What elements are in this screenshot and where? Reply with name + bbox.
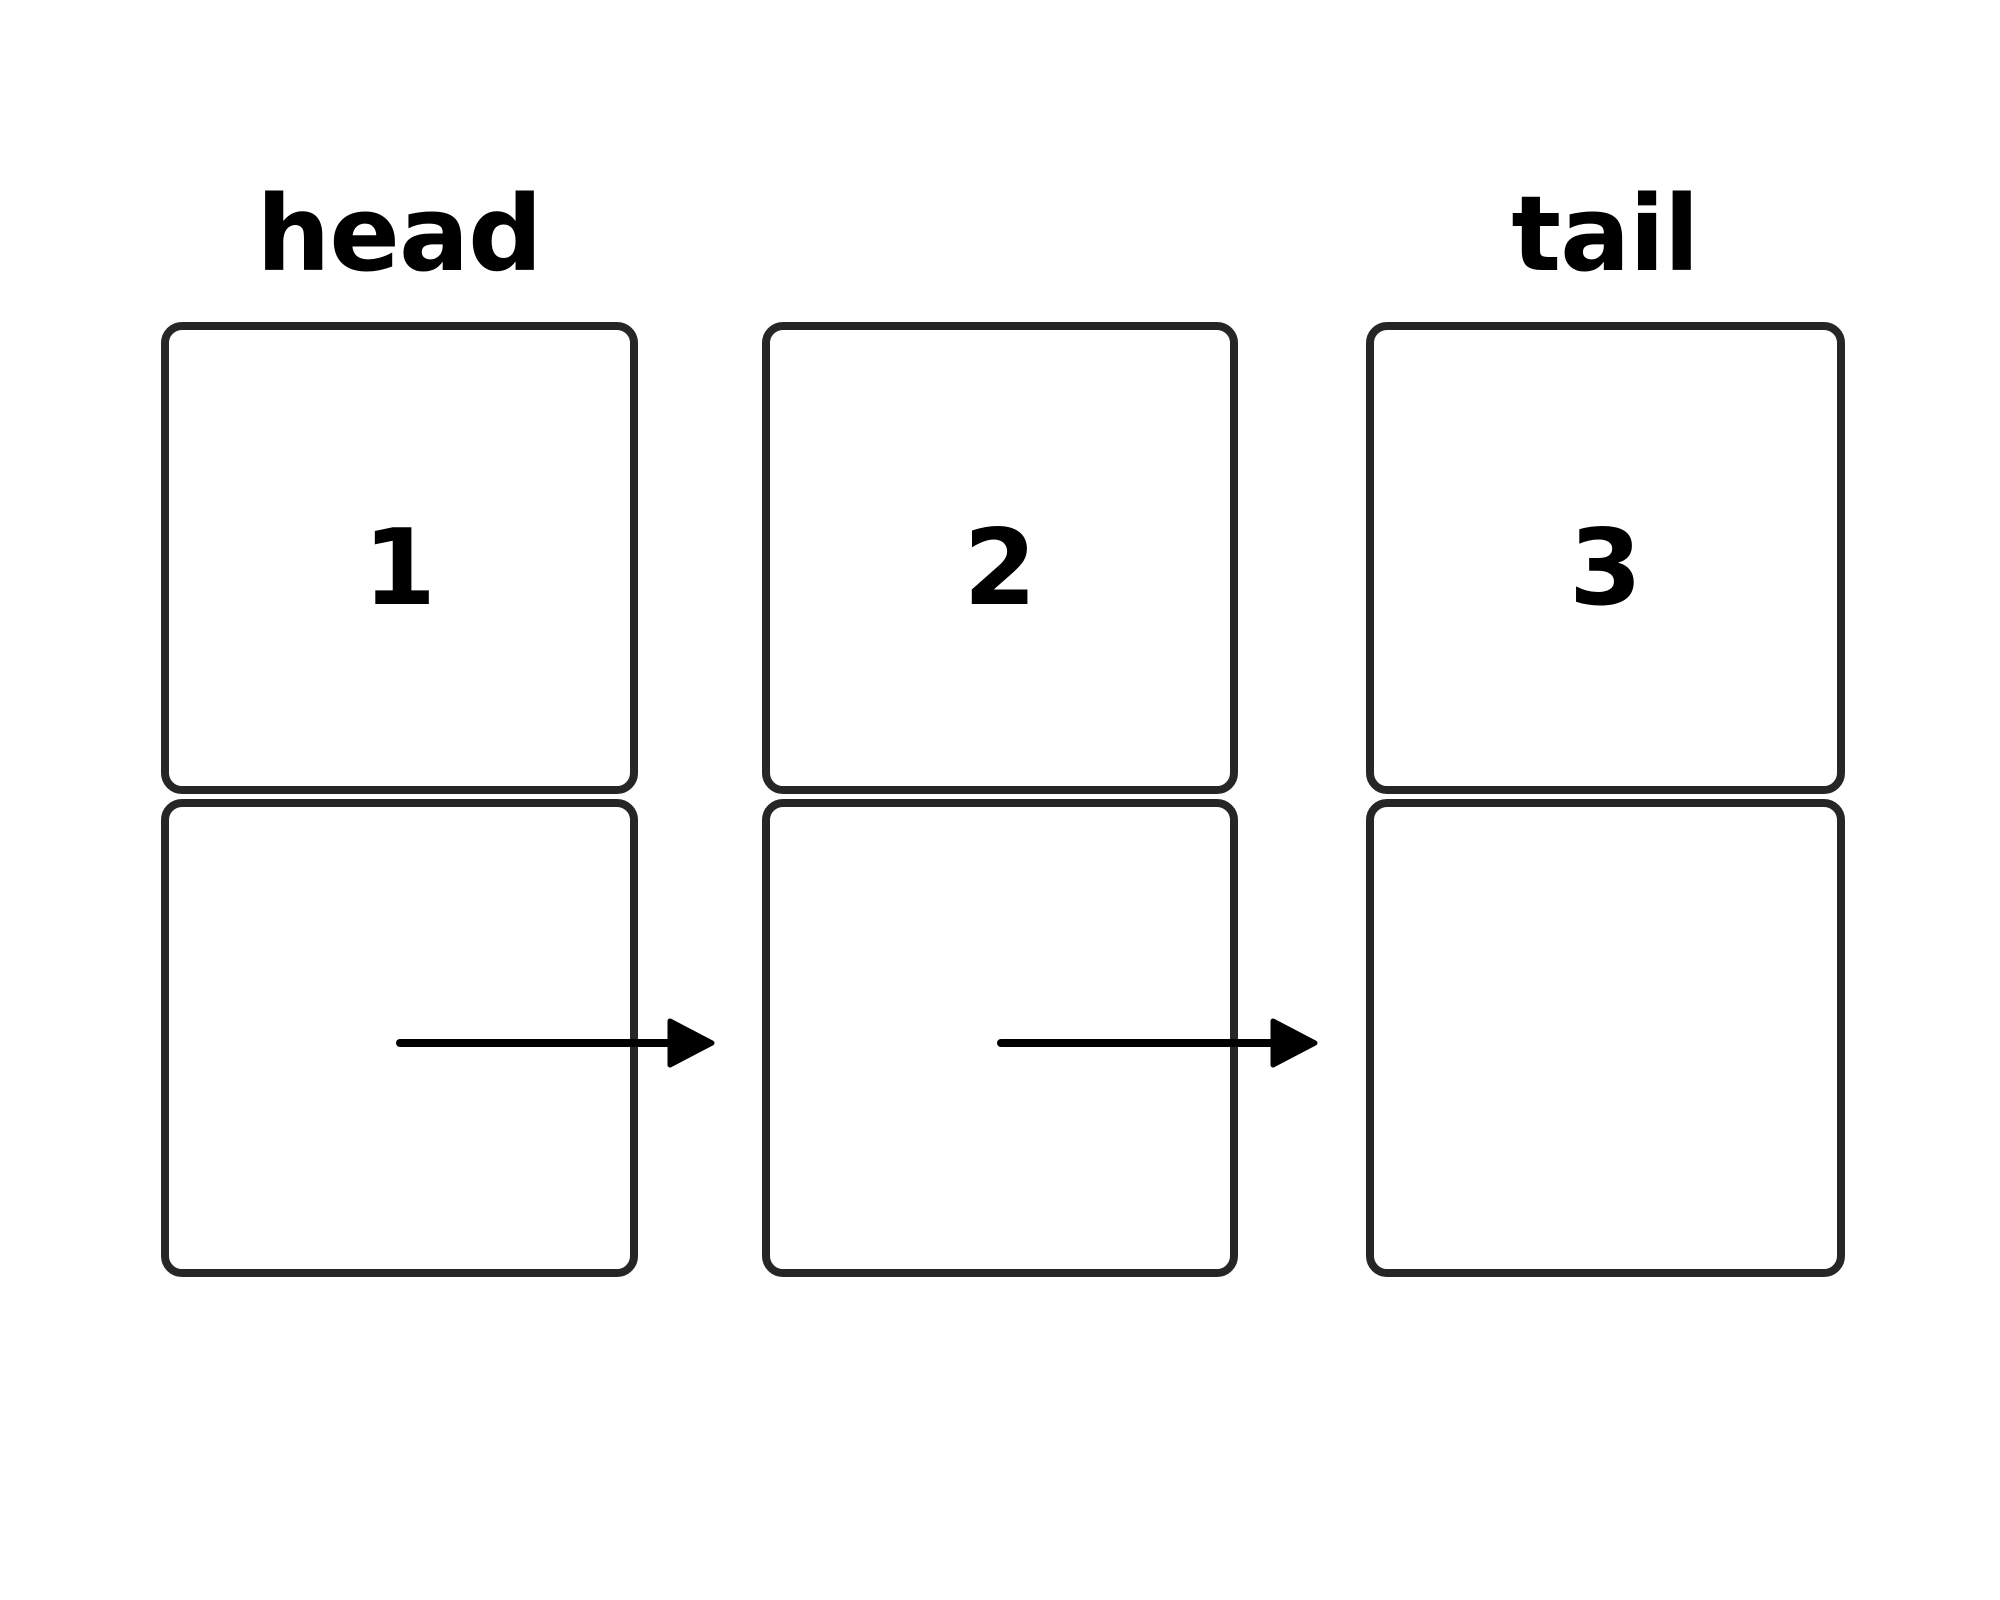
node-3-value: 3: [1568, 507, 1643, 629]
pointer-label-tail: tail: [1511, 173, 1699, 295]
list-node-1[interactable]: 1: [161, 0, 638, 1600]
node-1-data-cell[interactable]: 1: [161, 322, 638, 794]
node-3-data-cell[interactable]: 3: [1366, 322, 1845, 794]
arrow-node1-to-node2-arrowhead-icon: [667, 1018, 715, 1068]
node-2-pointer-cell[interactable]: [762, 799, 1238, 1277]
pointer-label-head: head: [256, 173, 542, 295]
list-node-2[interactable]: 2: [762, 0, 1238, 1600]
arrow-node2-to-node3-arrowhead-icon: [1270, 1018, 1318, 1068]
node-1-value: 1: [362, 507, 437, 629]
list-node-3[interactable]: 3: [1366, 0, 1845, 1600]
node-1-pointer-cell[interactable]: [161, 799, 638, 1277]
node-3-pointer-cell[interactable]: [1366, 799, 1845, 1277]
node-2-data-cell[interactable]: 2: [762, 322, 1238, 794]
node-2-value: 2: [963, 507, 1037, 629]
